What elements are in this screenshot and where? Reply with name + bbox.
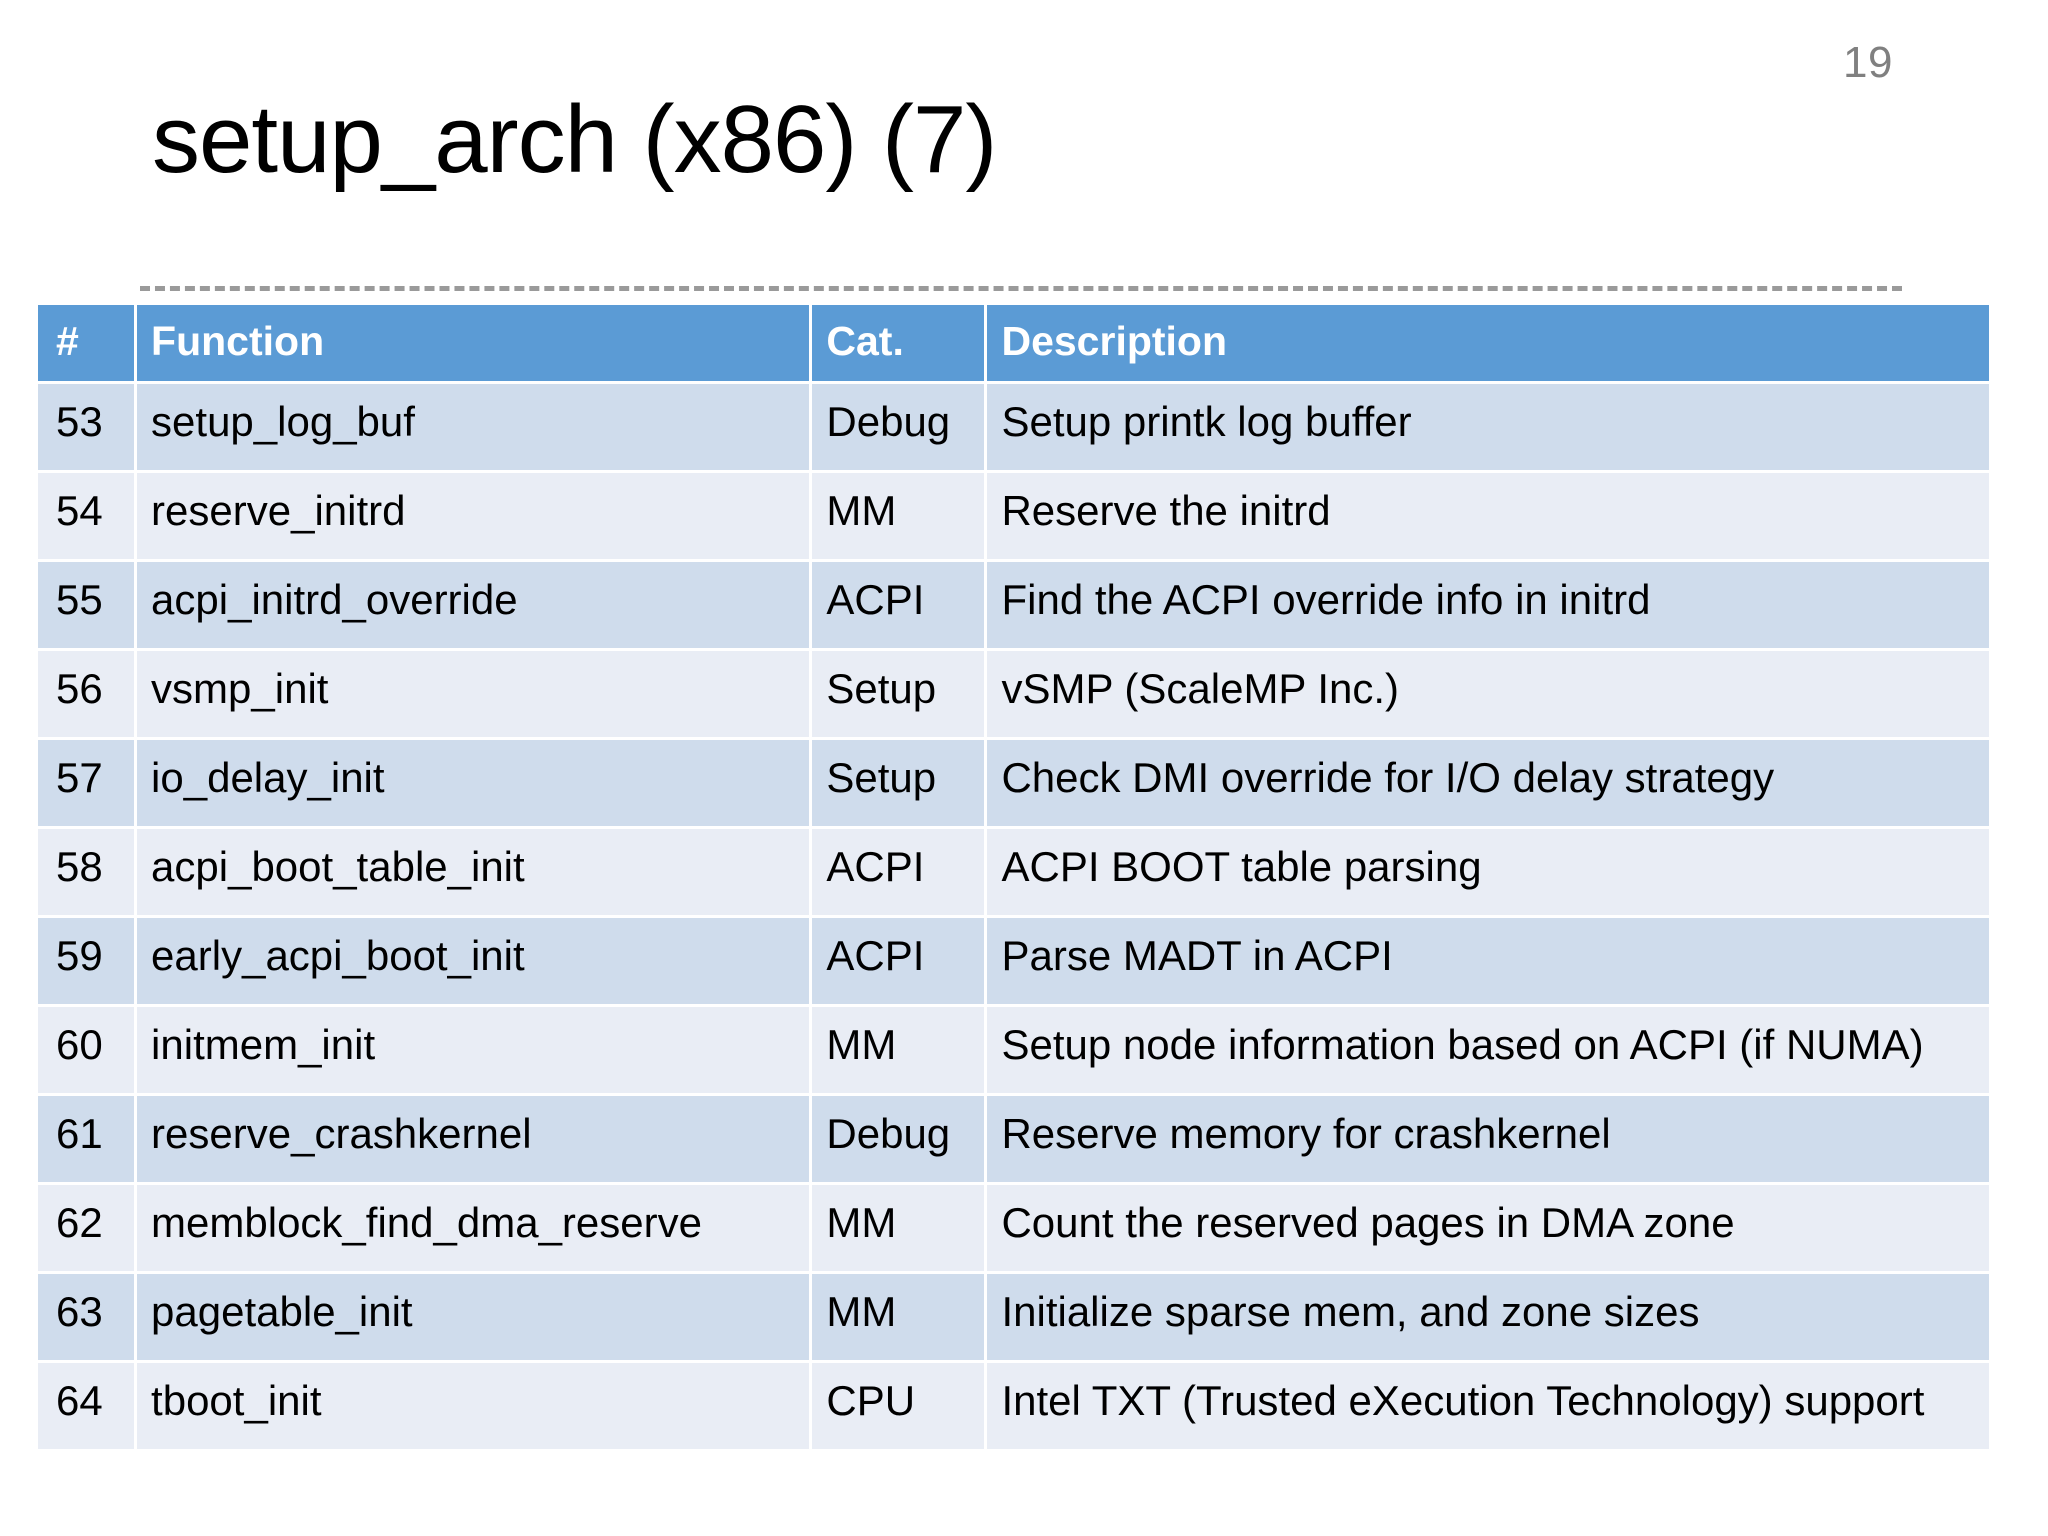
row-number: 63 <box>38 1274 135 1360</box>
row-description: Setup node information based on ACPI (if… <box>987 1007 1989 1093</box>
row-number: 64 <box>38 1363 135 1449</box>
row-number: 60 <box>38 1007 135 1093</box>
row-function-name: early_acpi_boot_init <box>137 918 810 1004</box>
row-category: ACPI <box>812 829 985 915</box>
row-function-name: pagetable_init <box>137 1274 810 1360</box>
row-number: 53 <box>38 384 135 470</box>
column-header-category: Cat. <box>812 305 985 381</box>
row-description: Find the ACPI override info in initrd <box>987 562 1989 648</box>
page-title: setup_arch (x86) (7) <box>152 86 997 193</box>
row-function-name: vsmp_init <box>137 651 810 737</box>
row-category: Setup <box>812 651 985 737</box>
row-category: Setup <box>812 740 985 826</box>
row-description: Reserve memory for crashkernel <box>987 1096 1989 1182</box>
row-category: ACPI <box>812 918 985 1004</box>
row-description: vSMP (ScaleMP Inc.) <box>987 651 1989 737</box>
row-function-name: initmem_init <box>137 1007 810 1093</box>
row-number: 57 <box>38 740 135 826</box>
row-category: Debug <box>812 384 985 470</box>
column-header-description: Description <box>987 305 1989 381</box>
row-category: Debug <box>812 1096 985 1182</box>
row-description: Reserve the initrd <box>987 473 1989 559</box>
row-function-name: memblock_find_dma_reserve <box>137 1185 810 1271</box>
row-function-name: acpi_boot_table_init <box>137 829 810 915</box>
column-header-number: # <box>38 305 135 381</box>
column-header-function: Function <box>137 305 810 381</box>
table-header-row: # Function Cat. Description <box>38 305 1989 381</box>
row-description: Parse MADT in ACPI <box>987 918 1989 1004</box>
row-category: MM <box>812 1274 985 1360</box>
row-description: Check DMI override for I/O delay strateg… <box>987 740 1989 826</box>
row-description: Intel TXT (Trusted eXecution Technology)… <box>987 1363 1989 1449</box>
row-function-name: io_delay_init <box>137 740 810 826</box>
row-function-name: acpi_initrd_override <box>137 562 810 648</box>
row-number: 62 <box>38 1185 135 1271</box>
row-category: MM <box>812 1007 985 1093</box>
row-category: MM <box>812 473 985 559</box>
row-description: ACPI BOOT table parsing <box>987 829 1989 915</box>
row-function-name: reserve_initrd <box>137 473 810 559</box>
row-number: 54 <box>38 473 135 559</box>
row-number: 56 <box>38 651 135 737</box>
row-category: CPU <box>812 1363 985 1449</box>
title-divider <box>140 286 1902 291</box>
row-number: 55 <box>38 562 135 648</box>
row-number: 61 <box>38 1096 135 1182</box>
row-number: 59 <box>38 918 135 1004</box>
row-description: Setup printk log buffer <box>987 384 1989 470</box>
row-function-name: reserve_crashkernel <box>137 1096 810 1182</box>
row-description: Count the reserved pages in DMA zone <box>987 1185 1989 1271</box>
row-number: 58 <box>38 829 135 915</box>
row-function-name: setup_log_buf <box>137 384 810 470</box>
row-category: MM <box>812 1185 985 1271</box>
row-description: Initialize sparse mem, and zone sizes <box>987 1274 1989 1360</box>
row-function-name: tboot_init <box>137 1363 810 1449</box>
row-category: ACPI <box>812 562 985 648</box>
page-number: 19 <box>1843 38 1893 87</box>
